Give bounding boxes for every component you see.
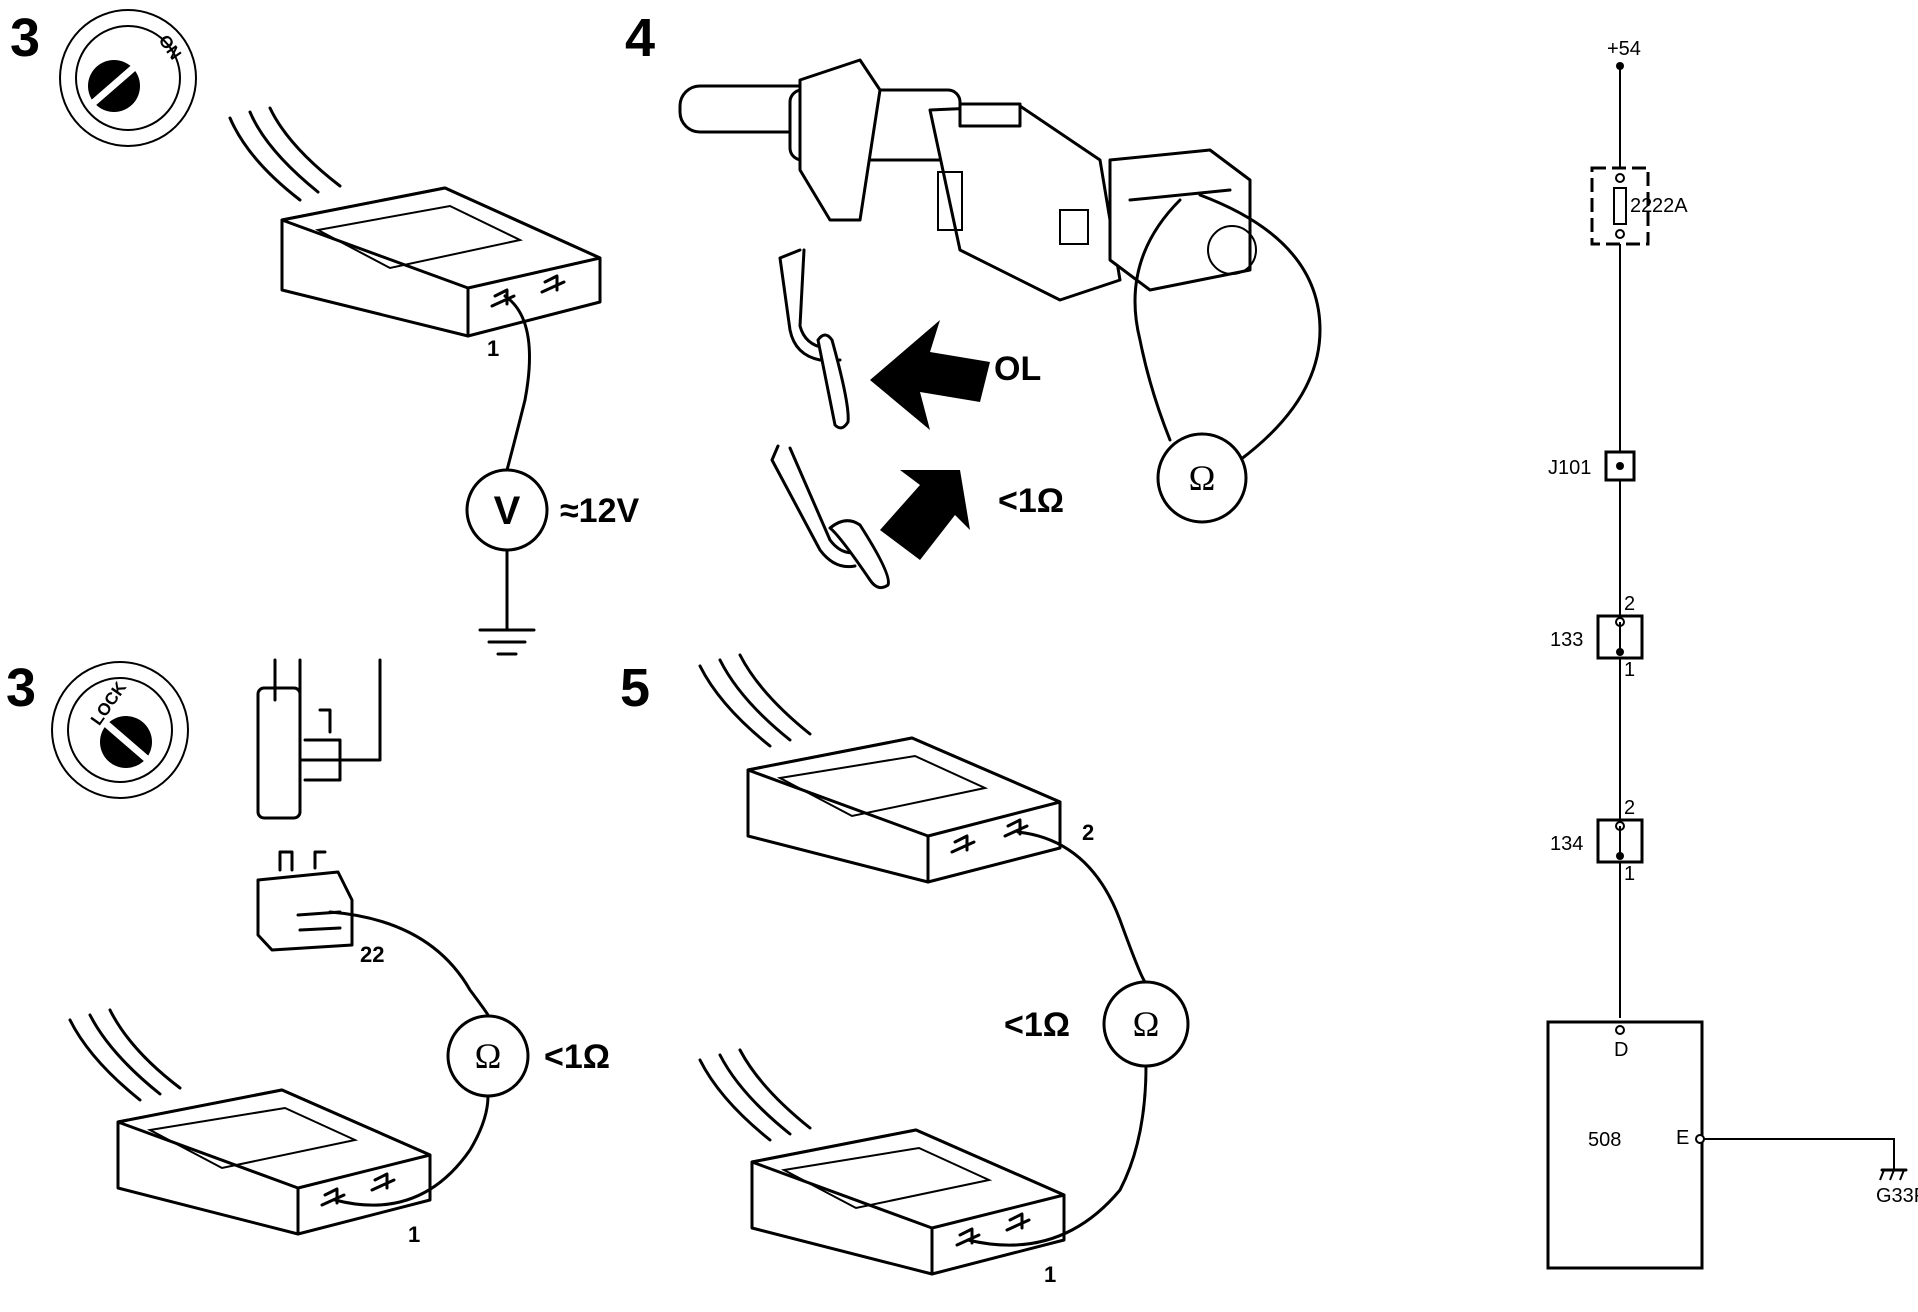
- voltmeter-symbol: V: [494, 489, 521, 533]
- connector-134-pin-top: 2: [1624, 797, 1635, 819]
- ground-label: G33P: [1876, 1185, 1918, 1207]
- reading-3-on: ≈12V: [560, 492, 639, 530]
- fuse-symbol-icon: [1613, 187, 1627, 225]
- probe-lead-5-top: [1016, 830, 1147, 984]
- ignition-on-icon: ON: [59, 9, 197, 147]
- wire-harness-3-on: [228, 106, 342, 202]
- connector-133-pin-bottom: 1: [1624, 659, 1635, 681]
- schematic: +54 22 22A J101 2 1 133 2 1 134 D 508 E: [1546, 38, 1918, 1270]
- reading-released: OL: [994, 350, 1041, 388]
- pedal-released: [778, 248, 850, 430]
- connector-pin-label-3-lock: 1: [408, 1222, 420, 1247]
- module-label: 508: [1588, 1129, 1621, 1151]
- supply-label: +54: [1607, 38, 1641, 60]
- probe-lead-4b: [1198, 193, 1322, 462]
- arrow-press-icon: [880, 470, 970, 560]
- probe-lead-3-on: [503, 294, 531, 472]
- wire-harness-3-lock: [68, 1008, 182, 1102]
- ohmmeter-symbol-4: Ω: [1189, 458, 1216, 498]
- ignition-lock-icon: LOCK: [51, 661, 189, 799]
- step-number-4: 4: [625, 8, 655, 68]
- probe-lead-5-bottom: [966, 1064, 1148, 1247]
- fuse-pin-label-3-lock: 22: [360, 942, 384, 967]
- connector-133-label: 133: [1550, 629, 1583, 651]
- connector-3-on: [280, 186, 602, 338]
- module-508-box: [1546, 1020, 1704, 1270]
- connector-3-lock: [116, 1088, 432, 1236]
- fuse-terminal: [256, 850, 354, 952]
- connector-133-pin-top: 2: [1624, 593, 1635, 615]
- ohmmeter-symbol-5: Ω: [1133, 1004, 1160, 1044]
- voltmeter-icon: V: [465, 468, 549, 552]
- module-pin-d: D: [1614, 1039, 1628, 1061]
- ground-symbol-icon: [478, 548, 536, 656]
- step-number-3-on: 3: [10, 8, 40, 68]
- probe-lead-fuse-3-lock: [328, 910, 490, 1017]
- connector-5-bottom: [750, 1128, 1066, 1276]
- pin-top-label-5: 2: [1082, 820, 1094, 845]
- brake-switch: [678, 58, 1257, 302]
- reading-3-lock: <1Ω: [544, 1038, 610, 1076]
- ohmmeter-icon-5: Ω: [1102, 980, 1190, 1068]
- wire-harness-5-bottom: [698, 1048, 812, 1142]
- arrow-release-icon: [870, 320, 990, 430]
- fuse-number: 22: [1630, 195, 1652, 217]
- fuse-label: 22A: [1652, 195, 1688, 217]
- connector-134-pin-bottom: 1: [1624, 863, 1635, 885]
- connector-5-top: [746, 736, 1062, 884]
- chassis-ground-icon: [1879, 1168, 1908, 1181]
- reading-pressed: <1Ω: [998, 482, 1064, 520]
- step-number-5: 5: [620, 658, 650, 718]
- probe-lead-connector-3-lock: [333, 1094, 490, 1207]
- step-number-3-lock: 3: [6, 658, 36, 718]
- fuse-holder: [256, 658, 382, 820]
- pedal-pressed: [770, 444, 890, 590]
- probe-lead-4a: [1133, 198, 1182, 442]
- junction-label: J101: [1548, 457, 1591, 479]
- reading-5: <1Ω: [1004, 1006, 1070, 1044]
- ohmmeter-icon-4: Ω: [1156, 432, 1248, 524]
- ohmmeter-symbol-3-lock: Ω: [475, 1036, 502, 1076]
- connector-134-label: 134: [1550, 833, 1583, 855]
- ohmmeter-icon-3-lock: Ω: [446, 1014, 530, 1098]
- ground-wire: [1704, 1138, 1895, 1170]
- pin-label-3-on: 1: [487, 336, 499, 361]
- pin-bottom-label-5: 1: [1044, 1262, 1056, 1287]
- module-pin-e: E: [1676, 1127, 1689, 1149]
- wire-harness-5-top: [698, 653, 812, 748]
